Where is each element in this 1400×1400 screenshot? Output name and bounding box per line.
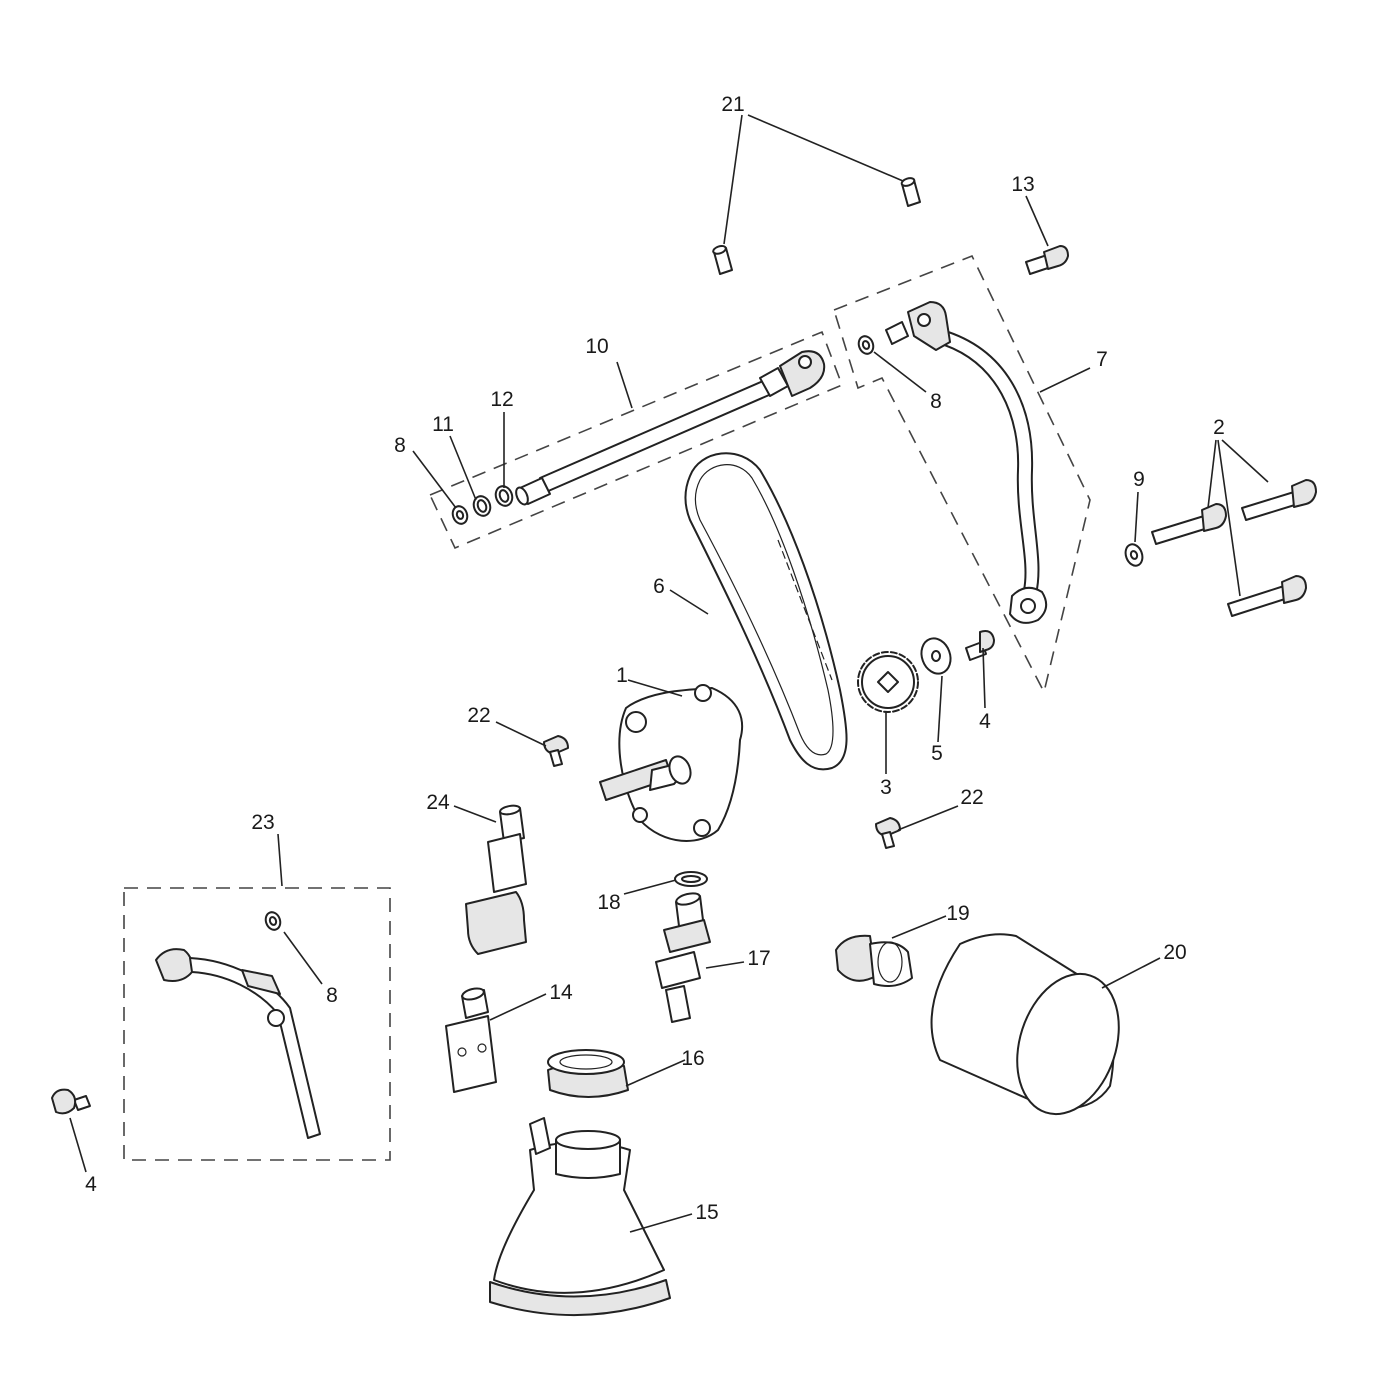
callout-12: 12 <box>490 388 513 411</box>
o-ring-part-11 <box>472 495 492 517</box>
callout-20: 20 <box>1163 941 1186 964</box>
callout-7: 7 <box>1096 348 1108 371</box>
callout-23: 23 <box>251 811 274 834</box>
group-box-oil-pipe-23 <box>123 887 391 1161</box>
callout-17: 17 <box>747 947 770 970</box>
callout-3: 3 <box>880 776 892 799</box>
bolt-part-22b <box>875 817 901 849</box>
washer-part-8c <box>264 911 282 931</box>
bolt-part-2b <box>1241 479 1317 521</box>
callout-24: 24 <box>426 791 450 814</box>
pressure-switch-part-17 <box>655 892 711 1023</box>
callout-15: 15 <box>695 1201 718 1224</box>
callout-8-left: 8 <box>394 434 406 457</box>
sprocket-part-3 <box>857 651 919 713</box>
relief-valve-part-24 <box>465 804 527 955</box>
bolt-part-4a <box>965 630 995 661</box>
washer-part-8b <box>857 335 875 355</box>
callout-8-top: 8 <box>930 390 942 413</box>
group-box-oil-pipe-10 <box>428 330 844 550</box>
callout-labels: 21 13 10 7 8 12 11 8 2 9 6 1 4 5 3 22 22… <box>85 93 1225 1224</box>
adapter-part-16 <box>547 1049 629 1098</box>
o-ring-part-18 <box>674 871 708 887</box>
drive-chain-part-6 <box>684 452 848 771</box>
oil-filter-part-20 <box>930 933 1120 1116</box>
washer-part-5 <box>920 637 952 675</box>
callout-13: 13 <box>1011 173 1034 196</box>
washer-part-9 <box>1124 543 1144 567</box>
callout-11: 11 <box>432 413 454 436</box>
callout-6: 6 <box>653 575 665 598</box>
callout-2: 2 <box>1213 416 1225 439</box>
oil-pipe-part-7 <box>885 301 1048 624</box>
callout-4-left: 4 <box>85 1173 97 1196</box>
oil-pipe-part-23 <box>155 948 321 1139</box>
bolt-part-4b <box>51 1088 91 1115</box>
callout-8-box: 8 <box>326 984 338 1007</box>
group-box-oil-pipe-7 <box>833 254 1091 695</box>
o-ring-part-12 <box>494 485 514 507</box>
oil-strainer-part-15 <box>489 1117 671 1316</box>
bolt-part-22a <box>543 735 569 767</box>
bolt-part-13 <box>1025 245 1069 275</box>
oil-pump-part-1 <box>599 684 744 842</box>
callout-9: 9 <box>1133 468 1145 491</box>
callout-5: 5 <box>931 742 943 765</box>
leader-lines <box>69 114 1269 1233</box>
callout-10: 10 <box>585 335 608 358</box>
bolt-part-2a <box>1151 503 1227 545</box>
bolt-part-2c <box>1227 575 1307 617</box>
dowel-part-21b <box>900 177 921 207</box>
callout-22-right: 22 <box>960 786 983 809</box>
callout-21: 21 <box>721 93 744 116</box>
callout-14: 14 <box>549 981 573 1004</box>
callout-18: 18 <box>597 891 620 914</box>
callout-16: 16 <box>681 1047 704 1070</box>
callout-22-left: 22 <box>467 704 490 727</box>
oil-pipe-part-10 <box>515 350 826 506</box>
callout-4-right: 4 <box>979 710 991 733</box>
dowel-part-21a <box>712 244 733 275</box>
callout-1: 1 <box>616 664 628 687</box>
valve-part-14 <box>445 987 497 1093</box>
filter-adapter-part-19 <box>835 934 913 987</box>
washer-part-8a <box>451 505 469 525</box>
callout-19: 19 <box>946 902 969 925</box>
